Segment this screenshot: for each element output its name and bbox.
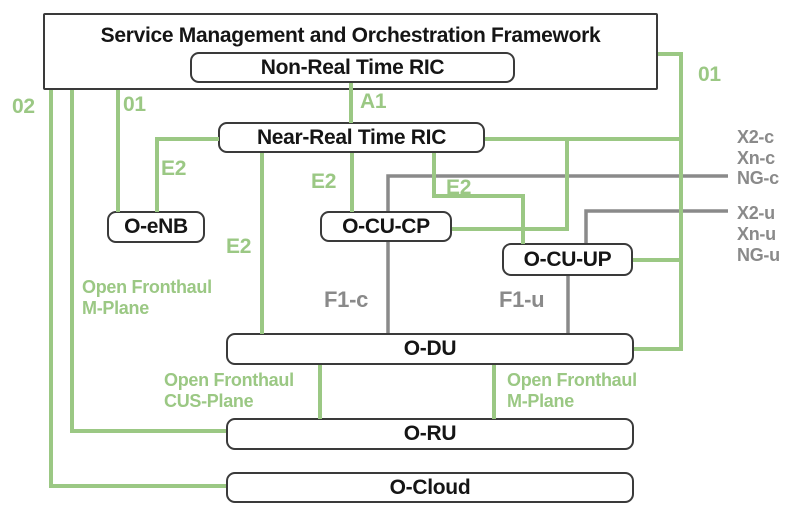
o-cu-cp-box: O-CU-CP [320, 211, 452, 242]
e2-enb-label: E2 [161, 157, 187, 180]
o-du-label: O-DU [403, 337, 457, 360]
o-cu-cp-label: O-CU-CP [342, 214, 430, 238]
non-rt-ric-box: Non-Real Time RIC [190, 52, 515, 83]
x2-c-label: X2-c [737, 127, 774, 147]
o-du-box: O-DU [226, 333, 634, 365]
e2-du-label: E2 [226, 235, 252, 258]
smo-framework-title: Service Management and Orchestration Fra… [100, 24, 601, 47]
o-cu-up-label: O-CU-UP [523, 247, 612, 271]
of-cusplane-label: Open Fronthaul CUS-Plane [164, 370, 294, 412]
ng-u-label: NG-u [737, 245, 780, 265]
of-cusplane-line1: Open Fronthaul [164, 370, 294, 390]
o1-right-bus-line [634, 52, 683, 351]
ng-c-x2-c-line [386, 174, 728, 334]
of-mplane-right-line2: M-Plane [507, 391, 574, 411]
xn-c-label: Xn-c [737, 148, 775, 168]
of-mplane-left-line1: Open Fronthaul [82, 277, 212, 297]
xn-u-label: Xn-u [737, 224, 776, 244]
e2-enb-line [155, 137, 219, 212]
of-cusplane-line2: CUS-Plane [164, 391, 254, 411]
o-cu-up-box: O-CU-UP [502, 243, 633, 276]
of-mplane-left-label: Open Fronthaul M-Plane [82, 277, 212, 319]
o2-line [49, 90, 226, 488]
o-cloud-box: O-Cloud [226, 472, 634, 503]
x2-u-label: X2-u [737, 203, 775, 223]
o-ru-box: O-RU [226, 418, 634, 450]
of-mplane-left-line [70, 90, 226, 433]
e2-cuup-line [432, 153, 525, 244]
o2-label: 02 [12, 95, 35, 118]
e2-cucp-label: E2 [311, 170, 337, 193]
o-enb-label: O-eNB [124, 215, 188, 238]
of-mplane-right-label: Open Fronthaul M-Plane [507, 370, 637, 412]
o-ru-label: O-RU [403, 422, 457, 445]
o1-left-label: 01 [123, 93, 146, 116]
non-rt-ric-label: Non-Real Time RIC [260, 55, 445, 79]
ng-c-label: NG-c [737, 168, 779, 188]
f1-u-label: F1-u [499, 287, 545, 312]
smo-framework-box: Service Management and Orchestration Fra… [43, 13, 658, 90]
o1-right-label: 01 [698, 63, 721, 86]
of-mplane-left-line2: M-Plane [82, 298, 149, 318]
o-cloud-label: O-Cloud [389, 475, 471, 499]
f1-c-label: F1-c [324, 287, 369, 312]
o-cu-cp-to-o1-line [452, 139, 569, 231]
a1-label: A1 [360, 90, 387, 113]
of-mplane-right-line1: Open Fronthaul [507, 370, 637, 390]
o-enb-box: O-eNB [107, 211, 205, 243]
e2-cuup-label: E2 [446, 176, 472, 199]
near-rt-ric-label: Near-Real Time RIC [256, 125, 447, 149]
